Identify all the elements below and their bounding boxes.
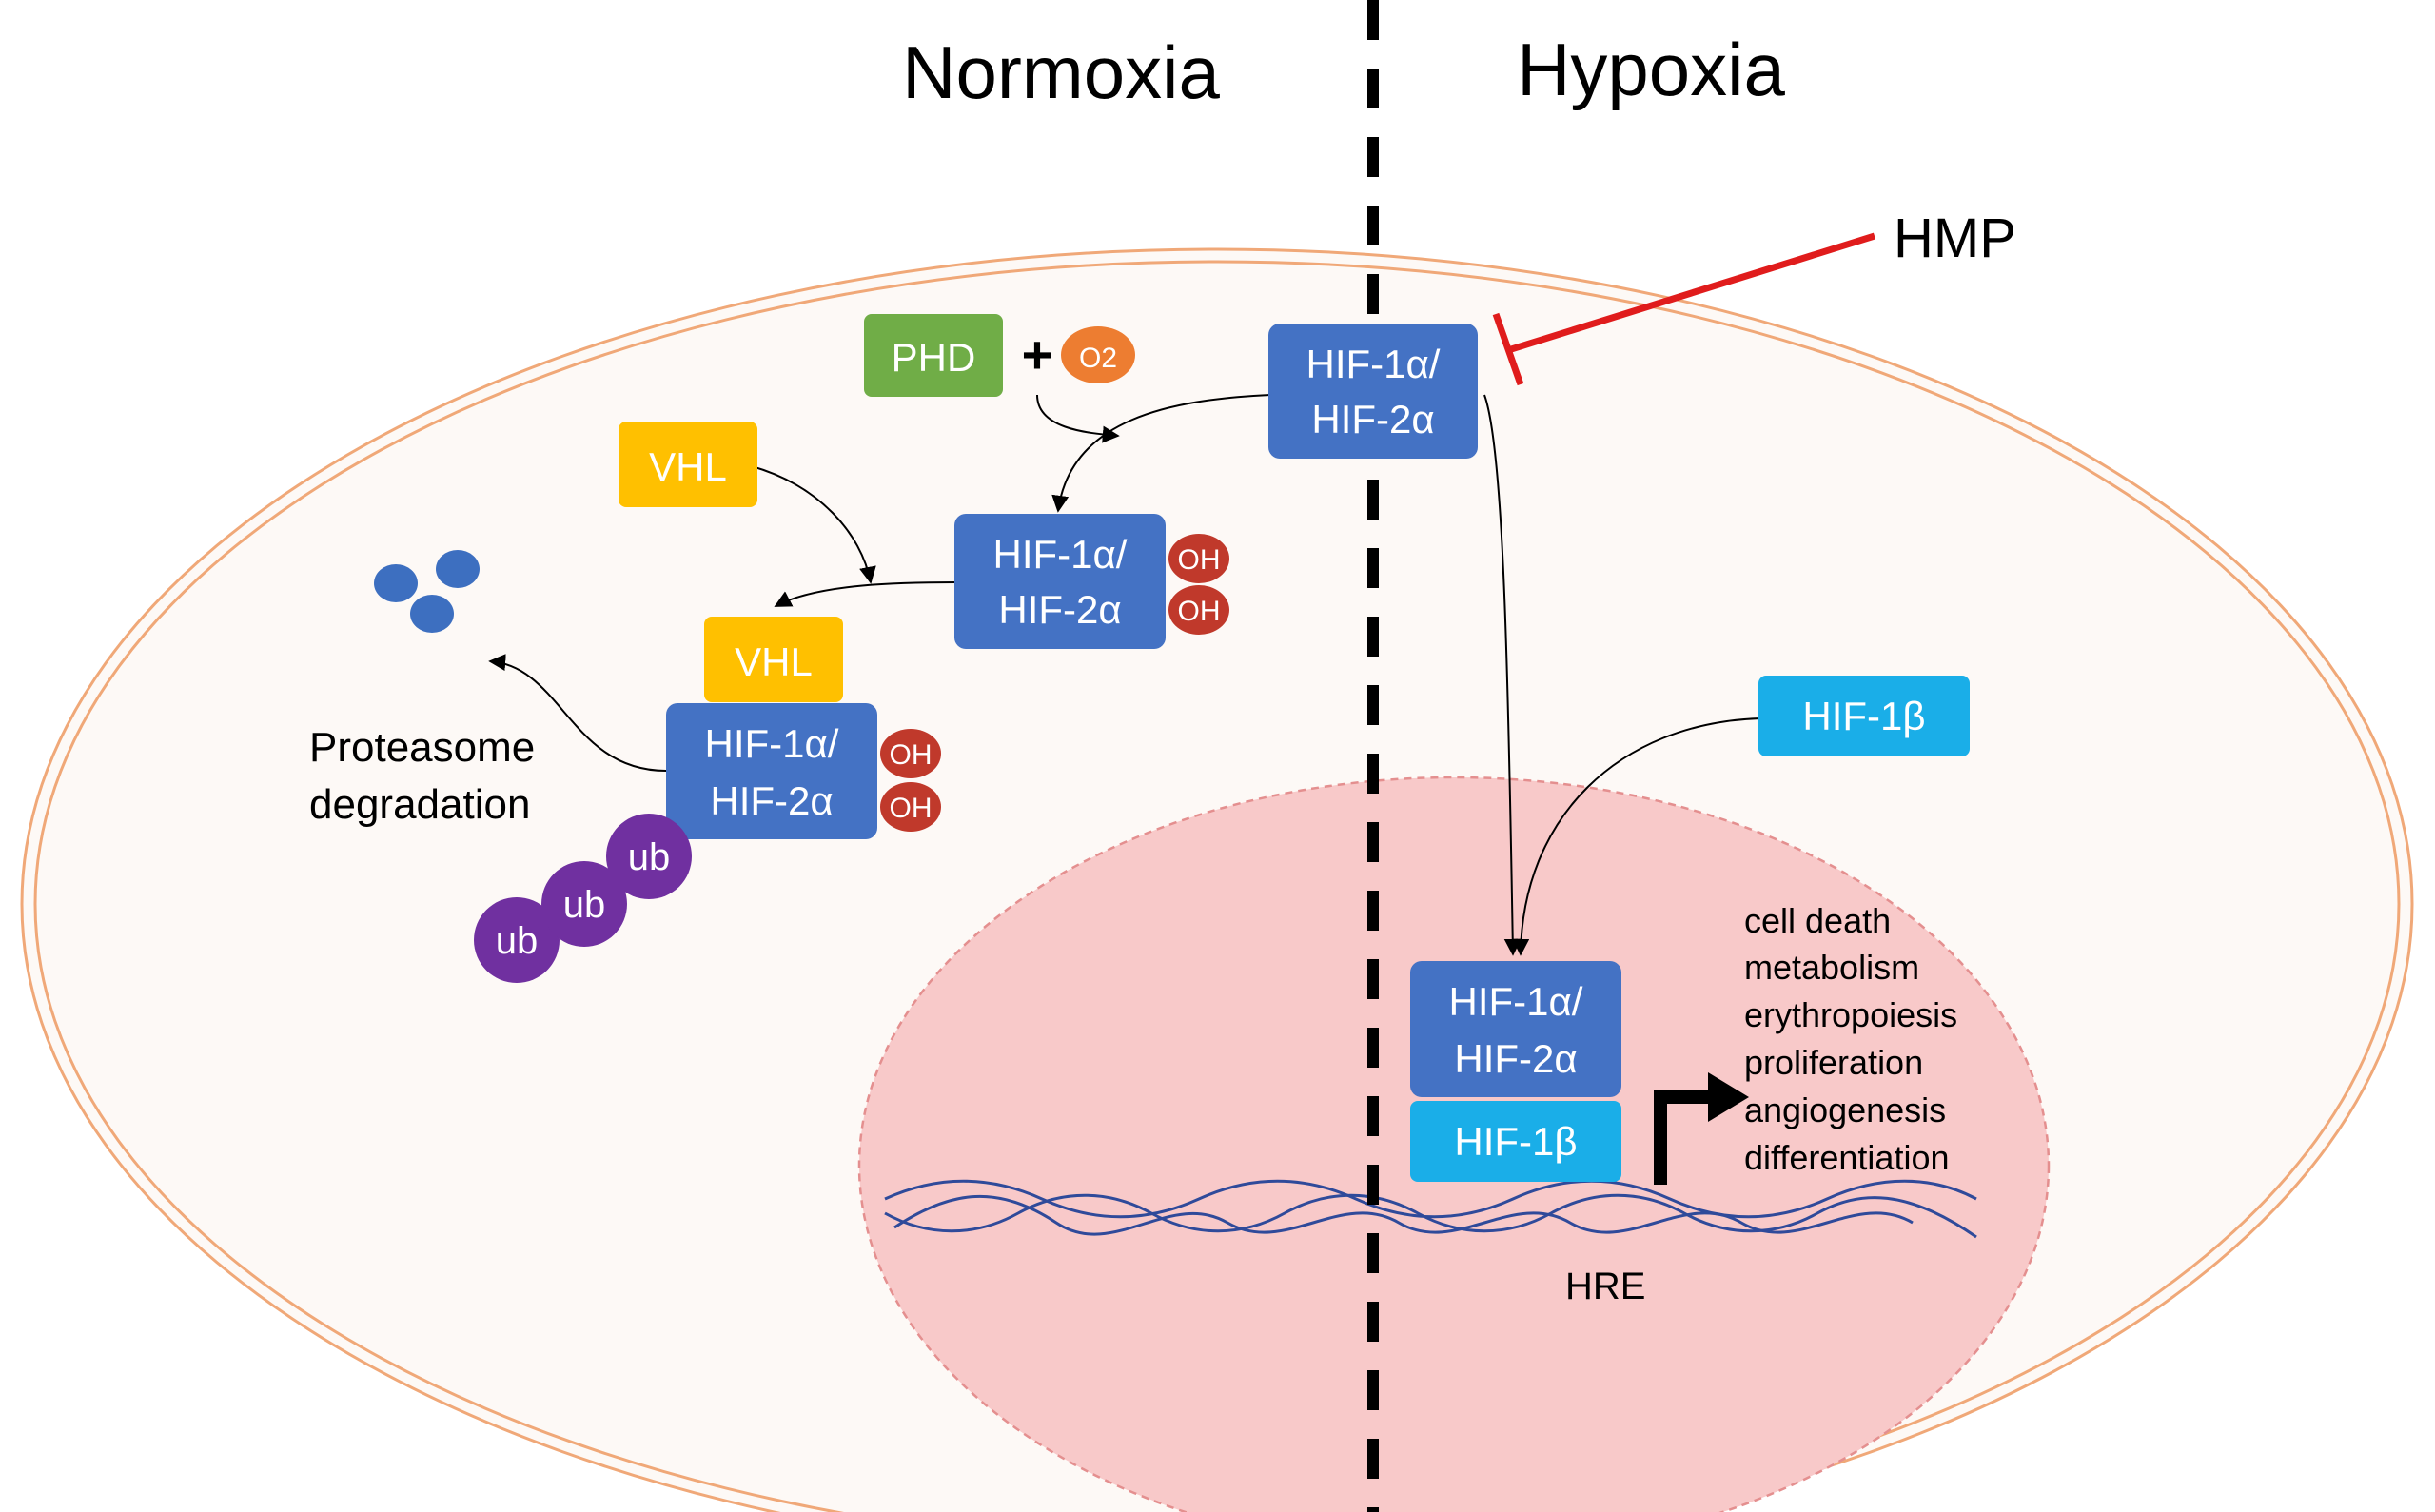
target-item: differentiation [1744, 1138, 1950, 1177]
target-item: angiogenesis [1744, 1090, 1946, 1129]
hif1b-box-cytoplasm: HIF-1β [1758, 676, 1970, 756]
proteasome-label-line1: Proteasome [309, 724, 535, 771]
vhl-bound-label: VHL [735, 639, 813, 684]
ubiquitin-3: ub [606, 814, 692, 899]
hif-alpha-top-line1: HIF-1α/ [1306, 342, 1441, 386]
hif-alpha-oh-line1: HIF-1α/ [993, 532, 1128, 577]
heading-hypoxia: Hypoxia [1517, 28, 1785, 111]
ub-label: ub [496, 920, 539, 962]
hif-alpha-box-nucleus: HIF-1α/ HIF-2α [1410, 961, 1621, 1097]
hif-alpha-vhl-line1: HIF-1α/ [705, 721, 839, 766]
phd-box: PHD [864, 314, 1003, 397]
proteasome-label-line2: degradation [309, 781, 530, 828]
oh-group-4: OH [880, 782, 941, 832]
oh-label: OH [890, 793, 933, 824]
hmp-inhibition [1492, 232, 1876, 386]
heading-normoxia: Normoxia [902, 30, 1220, 114]
transcription-arrow [1654, 1072, 1749, 1185]
pathway-arrows [488, 394, 1761, 956]
oh-group-2: OH [1168, 585, 1229, 635]
hif-alpha-oh-line2: HIF-2α [998, 587, 1121, 632]
vhl-label: VHL [649, 444, 727, 489]
ub-label: ub [628, 836, 671, 878]
target-gene-list: cell death metabolism erythropoiesis pro… [1744, 901, 1957, 1177]
oh-label: OH [1178, 596, 1221, 627]
ubiquitin-1: ub [474, 897, 560, 983]
oh-label: OH [1178, 544, 1221, 576]
hif1b-label: HIF-1β [1802, 694, 1925, 738]
target-item: proliferation [1744, 1043, 1923, 1082]
hif-alpha-nuc-line2: HIF-2α [1454, 1036, 1577, 1081]
target-item: erythropoiesis [1744, 995, 1957, 1034]
target-item: cell death [1744, 901, 1891, 940]
dna-helix [884, 1179, 1977, 1239]
hif-alpha-box-top: HIF-1α/ HIF-2α [1268, 324, 1478, 459]
hmp-label: HMP [1894, 207, 2016, 269]
phd-label: PHD [892, 335, 976, 380]
o2-molecule: O2 [1061, 326, 1135, 383]
hif-alpha-nuc-line1: HIF-1α/ [1449, 979, 1583, 1024]
hif1b-nuc-label: HIF-1β [1454, 1119, 1577, 1164]
proteasome-fragments [374, 550, 480, 633]
hre-label: HRE [1565, 1266, 1645, 1307]
hif1b-box-nucleus: HIF-1β [1410, 1101, 1621, 1182]
o2-label: O2 [1079, 343, 1117, 374]
hif-alpha-box-vhl-bound: HIF-1α/ HIF-2α [666, 703, 877, 839]
ub-label: ub [563, 884, 606, 926]
oh-group-3: OH [880, 729, 941, 778]
oh-label: OH [890, 739, 933, 771]
hif-alpha-box-hydroxylated: HIF-1α/ HIF-2α [954, 514, 1166, 649]
vhl-bound-box: VHL [704, 617, 843, 702]
plus-sign: + [1022, 324, 1053, 384]
vhl-box: VHL [619, 422, 757, 507]
hif-alpha-vhl-line2: HIF-2α [710, 778, 833, 823]
oh-group-1: OH [1168, 534, 1229, 583]
hif-alpha-top-line2: HIF-2α [1311, 397, 1434, 442]
target-item: metabolism [1744, 948, 1919, 987]
ubiquitin-2: ub [541, 861, 627, 947]
